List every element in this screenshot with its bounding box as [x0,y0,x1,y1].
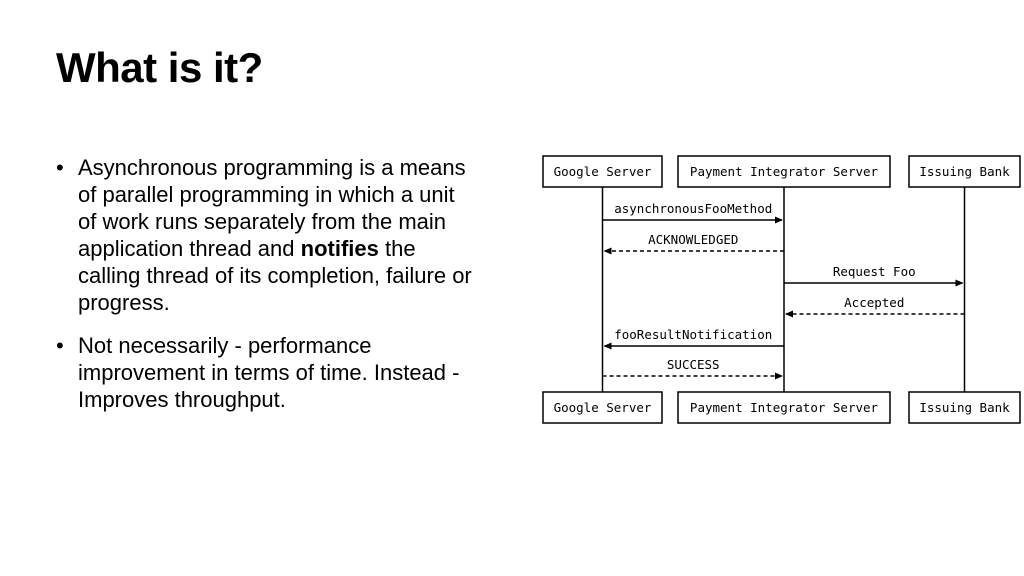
message-label: fooResultNotification [614,327,772,342]
bullet-text-end: the calling thread of its completion, fa… [78,236,472,315]
message-label: SUCCESS [667,357,720,372]
bullet-text: Not necessarily - performance improvemen… [78,333,460,412]
participant-label: Google Server [554,400,652,415]
participant-box [908,155,1021,188]
participant-box [677,391,891,424]
participant-label: Payment Integrator Server [690,400,879,415]
participant-box [542,391,663,424]
message-label: Accepted [844,295,904,310]
participant-label: Issuing Bank [919,164,1010,179]
participant-box [542,155,663,188]
participant-label: Payment Integrator Server [690,164,879,179]
bullet-dot: • [56,333,64,358]
message-label: asynchronousFooMethod [614,201,772,216]
participant-box [677,155,891,188]
participant-label: Issuing Bank [919,400,1010,415]
bullet-dot: • [56,155,64,180]
slide-title: What is it? [56,44,263,91]
participant-box [908,391,1021,424]
participant-label: Google Server [554,164,652,179]
message-label: ACKNOWLEDGED [648,232,738,247]
bullet-text-start: Asynchronous programming is a means of p… [78,155,466,261]
bullet-item: • Not necessarily - performance improvem… [56,332,476,413]
bullet-bold-word: notifies [300,236,379,261]
bullet-item: • Asynchronous programming is a means of… [56,154,476,316]
message-label: Request Foo [833,264,916,279]
bullet-list: • Asynchronous programming is a means of… [56,154,476,413]
